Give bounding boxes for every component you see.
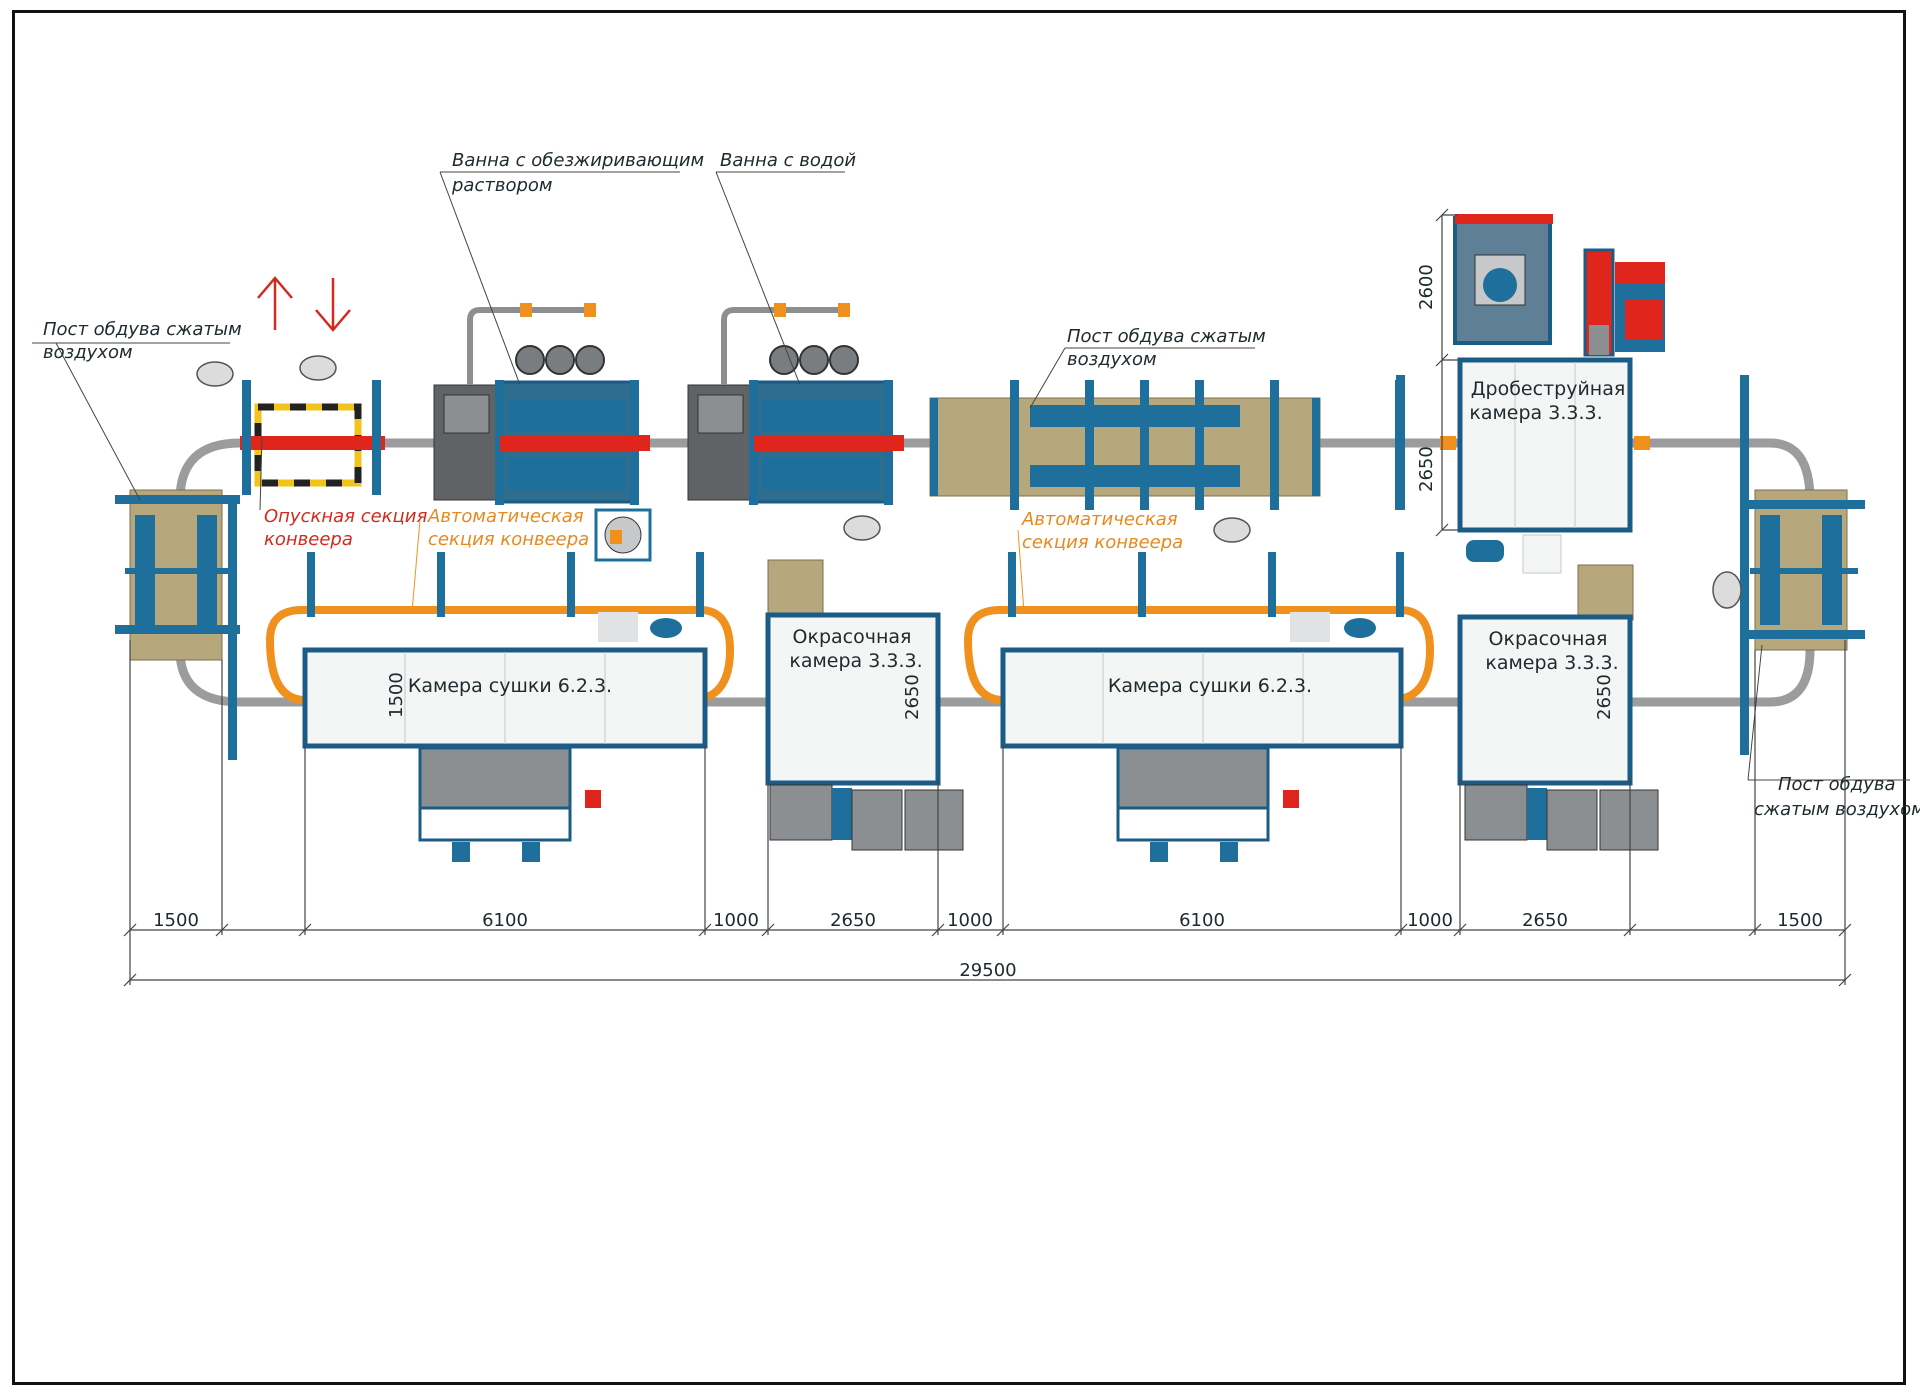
dim-5: 1000 [947, 910, 993, 931]
label-water-bath: Ванна с водой [720, 150, 856, 171]
label-blowoff-left-2: воздухом [43, 342, 133, 363]
label-blowoff-right-1: Пост обдува [1778, 774, 1896, 795]
shotblast-unit [1453, 214, 1665, 357]
drying-chamber-2 [1000, 612, 1404, 862]
shotblast-title-1: Дробеструйная [1471, 378, 1626, 400]
drawing-frame [12, 10, 1906, 1385]
dim-4: 2650 [830, 910, 876, 931]
water-bath [687, 303, 904, 505]
dim-8: 2650 [1522, 910, 1568, 931]
shotblast-unit-dim: 2600 [1416, 264, 1437, 310]
dim-3: 1000 [713, 910, 759, 931]
paint-booth-1 [765, 559, 964, 851]
dim-6: 6100 [1179, 910, 1225, 931]
blowoff-post-left [115, 489, 240, 760]
label-auto-section-1-2: секция конвеера [428, 529, 589, 550]
lowering-section [240, 380, 385, 495]
label-auto-section-2-1: Автоматическая [1021, 509, 1178, 530]
label-degrease-bath-2: раствором [451, 175, 552, 196]
shotblast-title-2: камера 3.3.3. [1469, 402, 1602, 424]
label-lowering-section-2: конвеера [264, 529, 353, 550]
label-blowoff-right-2: сжатым воздухом [1754, 799, 1920, 820]
dryer-1-title: Камера сушки 6.2.3. [408, 675, 612, 697]
paint-2-title-1: Окрасочная [1489, 628, 1608, 650]
paint-1-title-1: Окрасочная [793, 626, 912, 648]
dryer-depth-dim: 1500 [386, 672, 407, 718]
label-blowoff-middle-1: Пост обдува сжатым [1067, 326, 1266, 347]
paint-1-depth-dim: 2650 [902, 674, 923, 720]
drying-chamber-1 [302, 612, 708, 862]
up-down-arrows [257, 276, 351, 332]
paint-1-title-2: камера 3.3.3. [789, 650, 922, 672]
degrease-bath [433, 303, 652, 562]
dim-9: 1500 [1777, 910, 1823, 931]
paint-booth-2 [1457, 564, 1659, 851]
vertical-dim-lines [1435, 208, 1458, 537]
operator-figures [196, 355, 1742, 609]
dim-total: 29500 [959, 960, 1016, 981]
conveyor-posts [307, 552, 1404, 617]
label-blowoff-middle-2: воздухом [1067, 349, 1157, 370]
dim-7: 1000 [1407, 910, 1453, 931]
label-blowoff-left-1: Пост обдува сжатым [43, 319, 242, 340]
dim-1: 1500 [153, 910, 199, 931]
blowoff-post-right [1740, 375, 1865, 755]
dim-2: 6100 [482, 910, 528, 931]
shotblast-chamber [1396, 357, 1650, 574]
dryer-2-title: Камера сушки 6.2.3. [1108, 675, 1312, 697]
dimension-row [123, 640, 1852, 987]
paint-2-depth-dim: 2650 [1594, 674, 1615, 720]
label-auto-section-2-2: секция конвеера [1022, 532, 1183, 553]
leader-lines [32, 171, 1910, 781]
paint-2-title-2: камера 3.3.3. [1485, 652, 1618, 674]
label-auto-section-1-1: Автоматическая [427, 506, 584, 527]
label-lowering-section-1: Опускная секция [264, 506, 427, 527]
shotblast-depth-dim: 2650 [1416, 446, 1437, 492]
leader-lines-orange [411, 519, 1025, 613]
label-degrease-bath-1: Ванна с обезжиривающим [452, 150, 704, 171]
